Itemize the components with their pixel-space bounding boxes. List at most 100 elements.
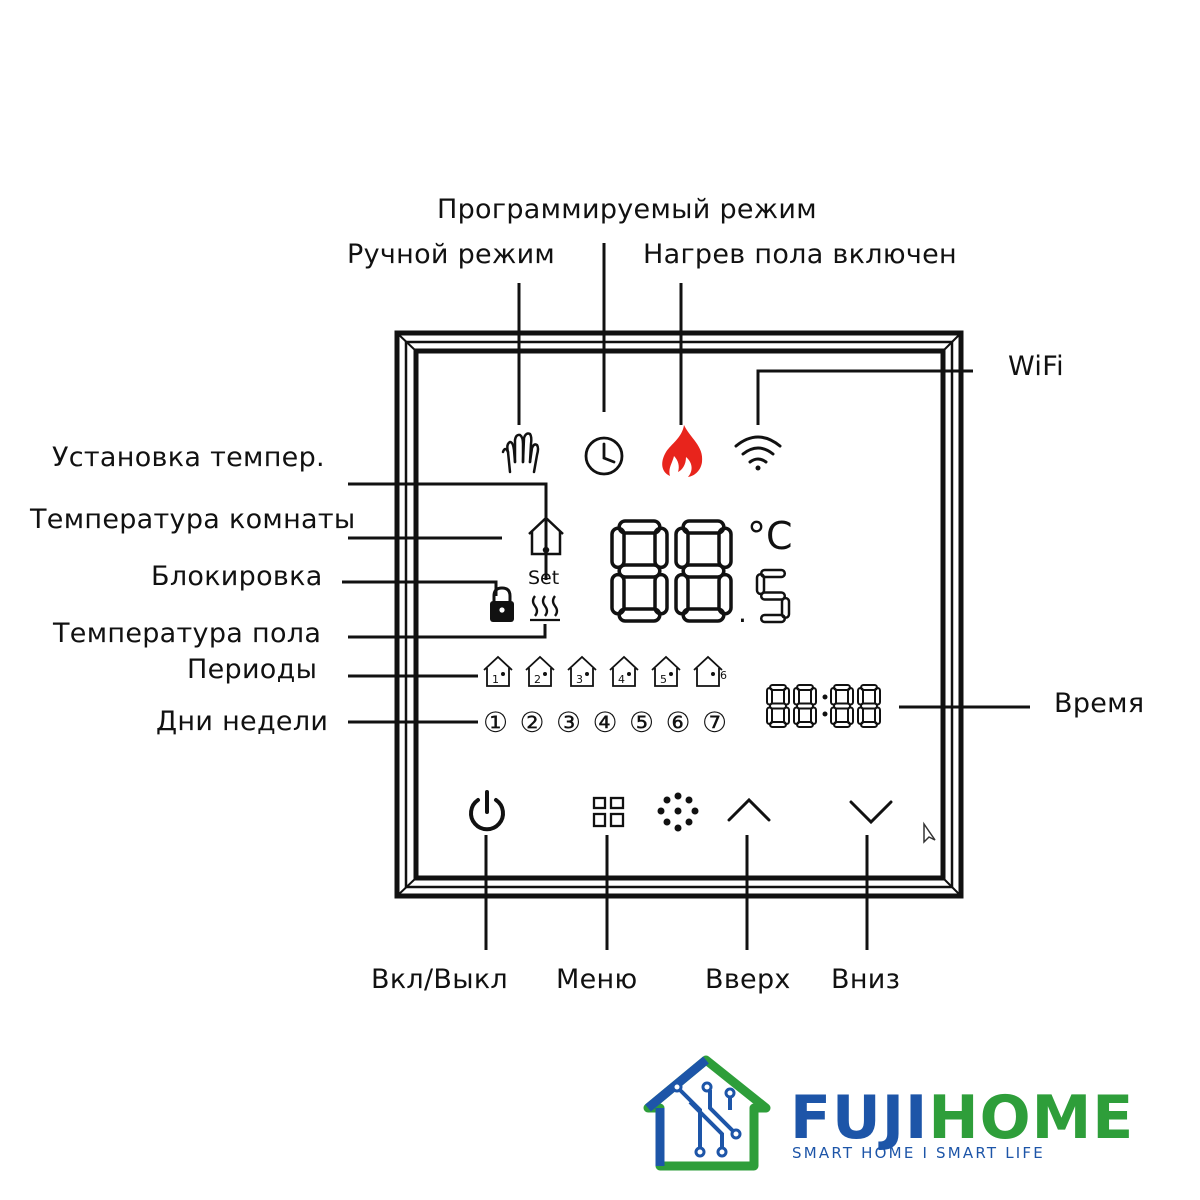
segment-a <box>681 519 726 535</box>
segment-f <box>830 687 837 706</box>
segment-e <box>674 572 690 616</box>
label-power: Вкл/Выкл <box>371 964 508 995</box>
label-manual-mode: Ручной режим <box>347 239 556 270</box>
segment-e <box>857 706 864 725</box>
brand-name: FUJIHOME <box>790 1088 1134 1148</box>
period-icon: 3 <box>567 655 597 687</box>
segment-f <box>674 526 690 570</box>
cursor-icon <box>923 821 936 844</box>
hand-icon <box>501 432 540 474</box>
label-floor-heating-on: Нагрев пола включен <box>643 239 957 270</box>
leader-wifi <box>756 369 973 425</box>
period-number: 1 <box>492 673 499 686</box>
weekday-3: ③ <box>556 706 581 739</box>
period-icons: 1 2 3 4 5 6 <box>483 655 727 687</box>
temperature-digit <box>674 519 733 623</box>
period-icon: 5 <box>651 655 681 687</box>
flame-icon <box>662 425 703 477</box>
wifi-icon <box>734 435 782 471</box>
label-time: Время <box>1054 688 1145 719</box>
unit-celsius: °C <box>747 514 793 558</box>
period-number: 2 <box>534 673 541 686</box>
thermostat-frame <box>394 330 964 899</box>
lock-icon <box>490 586 514 622</box>
segment-g <box>833 702 851 710</box>
label-down: Вниз <box>831 964 901 995</box>
brand-part-home: HOME <box>928 1083 1135 1153</box>
clock-digit <box>830 684 854 728</box>
temperature-decimal-digit <box>755 568 791 624</box>
segment-f <box>610 526 626 570</box>
label-periods: Периоды <box>187 654 318 685</box>
power-button[interactable] <box>469 790 505 832</box>
label-lock: Блокировка <box>151 561 323 592</box>
segment-e <box>610 572 626 616</box>
menu-button[interactable] <box>592 796 625 828</box>
weekday-4: ④ <box>593 706 618 739</box>
set-text: Set <box>528 567 559 589</box>
period-number: 3 <box>576 673 583 686</box>
clock-colon-dot <box>822 694 828 700</box>
leader-set-temp <box>348 482 548 580</box>
segment-d <box>617 607 662 623</box>
segment-f <box>793 687 800 706</box>
segment-g <box>769 702 787 710</box>
brand-part-fuji: FUJI <box>790 1083 929 1153</box>
segment-b <box>810 687 817 706</box>
segment-g <box>759 591 787 601</box>
segment-g <box>796 702 814 710</box>
leader-lock <box>342 580 498 596</box>
segment-g <box>860 702 878 710</box>
label-menu: Меню <box>556 964 638 995</box>
label-wifi: WiFi <box>1008 351 1064 382</box>
label-set-temp: Установка темпер. <box>52 442 325 473</box>
segment-b <box>717 526 733 570</box>
clock-display <box>766 684 881 728</box>
segment-f <box>766 687 773 706</box>
period-number: 6 <box>720 669 727 682</box>
room-temp-house-icon <box>528 516 564 556</box>
brand-slogan: SMART HOME I SMART LIFE <box>792 1144 1045 1162</box>
label-room-temp: Температура комнаты <box>30 504 356 535</box>
weekday-1: ① <box>483 706 508 739</box>
clock-digit <box>857 684 881 728</box>
segment-g <box>617 563 662 579</box>
dots-button[interactable] <box>657 792 699 832</box>
floor-heat-icon <box>530 595 560 622</box>
period-icon: 6 <box>693 655 727 687</box>
period-number: 4 <box>618 673 625 686</box>
clock-digit <box>793 684 817 728</box>
weekday-7: ⑦ <box>702 706 727 739</box>
segment-b <box>874 687 881 706</box>
clock-colon-dot <box>822 711 828 717</box>
segment-f <box>755 572 766 596</box>
weekday-2: ② <box>520 706 545 739</box>
segment-e <box>766 706 773 725</box>
weekday-5: ⑤ <box>629 706 654 739</box>
label-weekdays: Дни недели <box>156 706 329 737</box>
period-icon: 4 <box>609 655 639 687</box>
temperature-digit <box>610 519 669 623</box>
period-icon: 2 <box>525 655 555 687</box>
segment-d <box>759 613 787 624</box>
segment-b <box>847 687 854 706</box>
up-button[interactable] <box>727 797 771 822</box>
segment-b <box>783 687 790 706</box>
label-up: Вверх <box>705 964 791 995</box>
temperature-digits <box>610 519 733 623</box>
segment-e <box>830 706 837 725</box>
segment-d <box>681 607 726 623</box>
decimal-point: . <box>738 596 747 629</box>
segment-a <box>617 519 662 535</box>
fujihome-logo-icon <box>643 1055 771 1171</box>
weekday-6: ⑥ <box>666 706 691 739</box>
label-programmable-mode: Программируемый режим <box>437 194 817 225</box>
segment-e <box>793 706 800 725</box>
leader-floor-temp <box>348 624 547 639</box>
clock-digit <box>766 684 790 728</box>
label-floor-temp: Температура пола <box>53 618 322 649</box>
down-button[interactable] <box>849 800 893 825</box>
segment-b <box>653 526 669 570</box>
period-number: 5 <box>660 673 667 686</box>
